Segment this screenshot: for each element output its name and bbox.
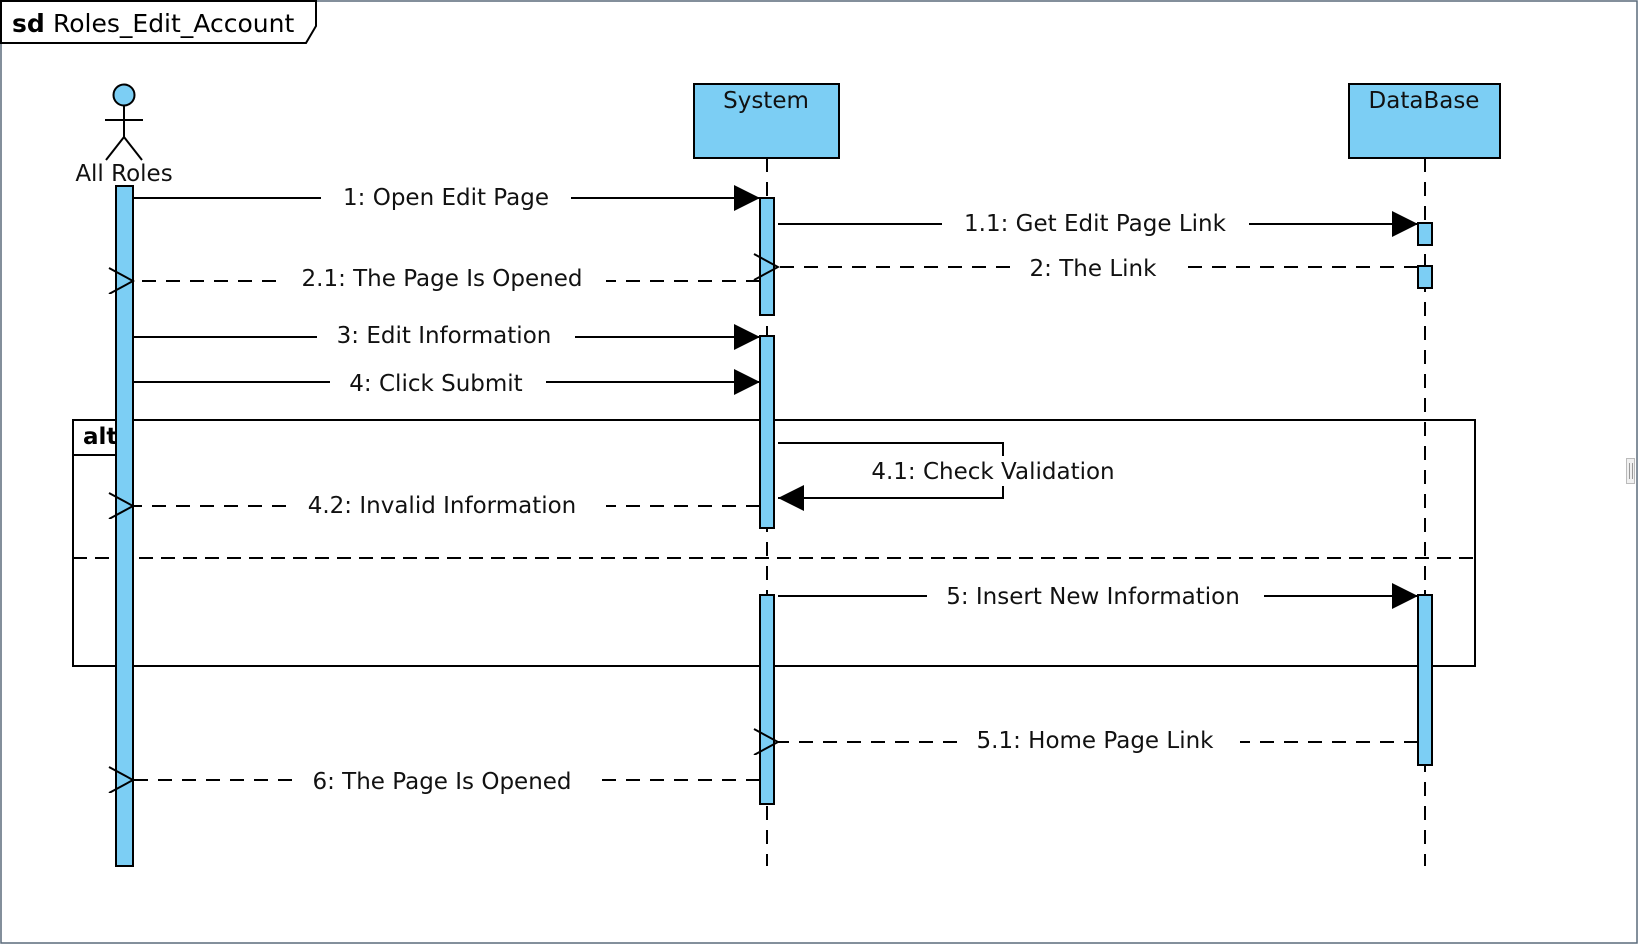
message-4-2-label: 4.2: Invalid Information	[308, 493, 577, 519]
message-2-1[interactable]: 2.1: The Page Is Opened	[133, 266, 760, 292]
message-1[interactable]: 1: Open Edit Page	[133, 185, 760, 211]
message-6-label: 6: The Page Is Opened	[312, 769, 571, 795]
message-4-1[interactable]: 4.1: Check Validation	[778, 442, 1115, 511]
frame-title: Roles_Edit_Account	[53, 9, 294, 38]
alt-label: alt	[83, 424, 117, 450]
message-6[interactable]: 6: The Page Is Opened	[133, 769, 760, 795]
message-2-1-label: 2.1: The Page Is Opened	[302, 266, 583, 292]
system-activation-3	[759, 594, 775, 805]
message-5-1-label: 5.1: Home Page Link	[977, 728, 1215, 754]
message-4-label: 4: Click Submit	[349, 371, 522, 397]
message-1-1[interactable]: 1.1: Get Edit Page Link	[778, 211, 1418, 237]
actor-activation-bar	[115, 185, 134, 867]
actor-label: All Roles	[75, 161, 172, 187]
system-label: System	[723, 88, 809, 114]
message-2-label: 2: The Link	[1030, 256, 1158, 282]
lifeline-head-database[interactable]: DataBase	[1348, 83, 1501, 159]
resize-grip-handle[interactable]	[1626, 458, 1635, 484]
message-5-1[interactable]: 5.1: Home Page Link	[778, 728, 1418, 754]
message-3[interactable]: 3: Edit Information	[133, 323, 760, 350]
system-activation-2	[759, 335, 775, 529]
message-4-1-label: 4.1: Check Validation	[871, 459, 1114, 485]
message-4-2[interactable]: 4.2: Invalid Information	[133, 493, 760, 519]
database-activation-1	[1417, 222, 1433, 246]
lifeline-head-system[interactable]: System	[693, 83, 840, 159]
message-1-1-label: 1.1: Get Edit Page Link	[964, 211, 1227, 237]
system-activation-1	[759, 197, 775, 316]
message-5-label: 5: Insert New Information	[946, 584, 1240, 610]
message-4[interactable]: 4: Click Submit	[133, 369, 760, 397]
frame-tab: sd Roles_Edit_Account	[0, 0, 317, 44]
message-1-label: 1: Open Edit Page	[343, 185, 549, 211]
message-3-label: 3: Edit Information	[337, 323, 552, 349]
message-2[interactable]: 2: The Link	[778, 256, 1418, 282]
database-label: DataBase	[1369, 88, 1480, 114]
stick-figure-icon	[105, 83, 143, 161]
database-activation-3	[1417, 594, 1433, 766]
frame-keyword: sd	[12, 9, 45, 38]
actor-all-roles[interactable]: All Roles	[75, 83, 173, 188]
database-activation-2	[1417, 265, 1433, 289]
message-5[interactable]: 5: Insert New Information	[778, 583, 1418, 610]
